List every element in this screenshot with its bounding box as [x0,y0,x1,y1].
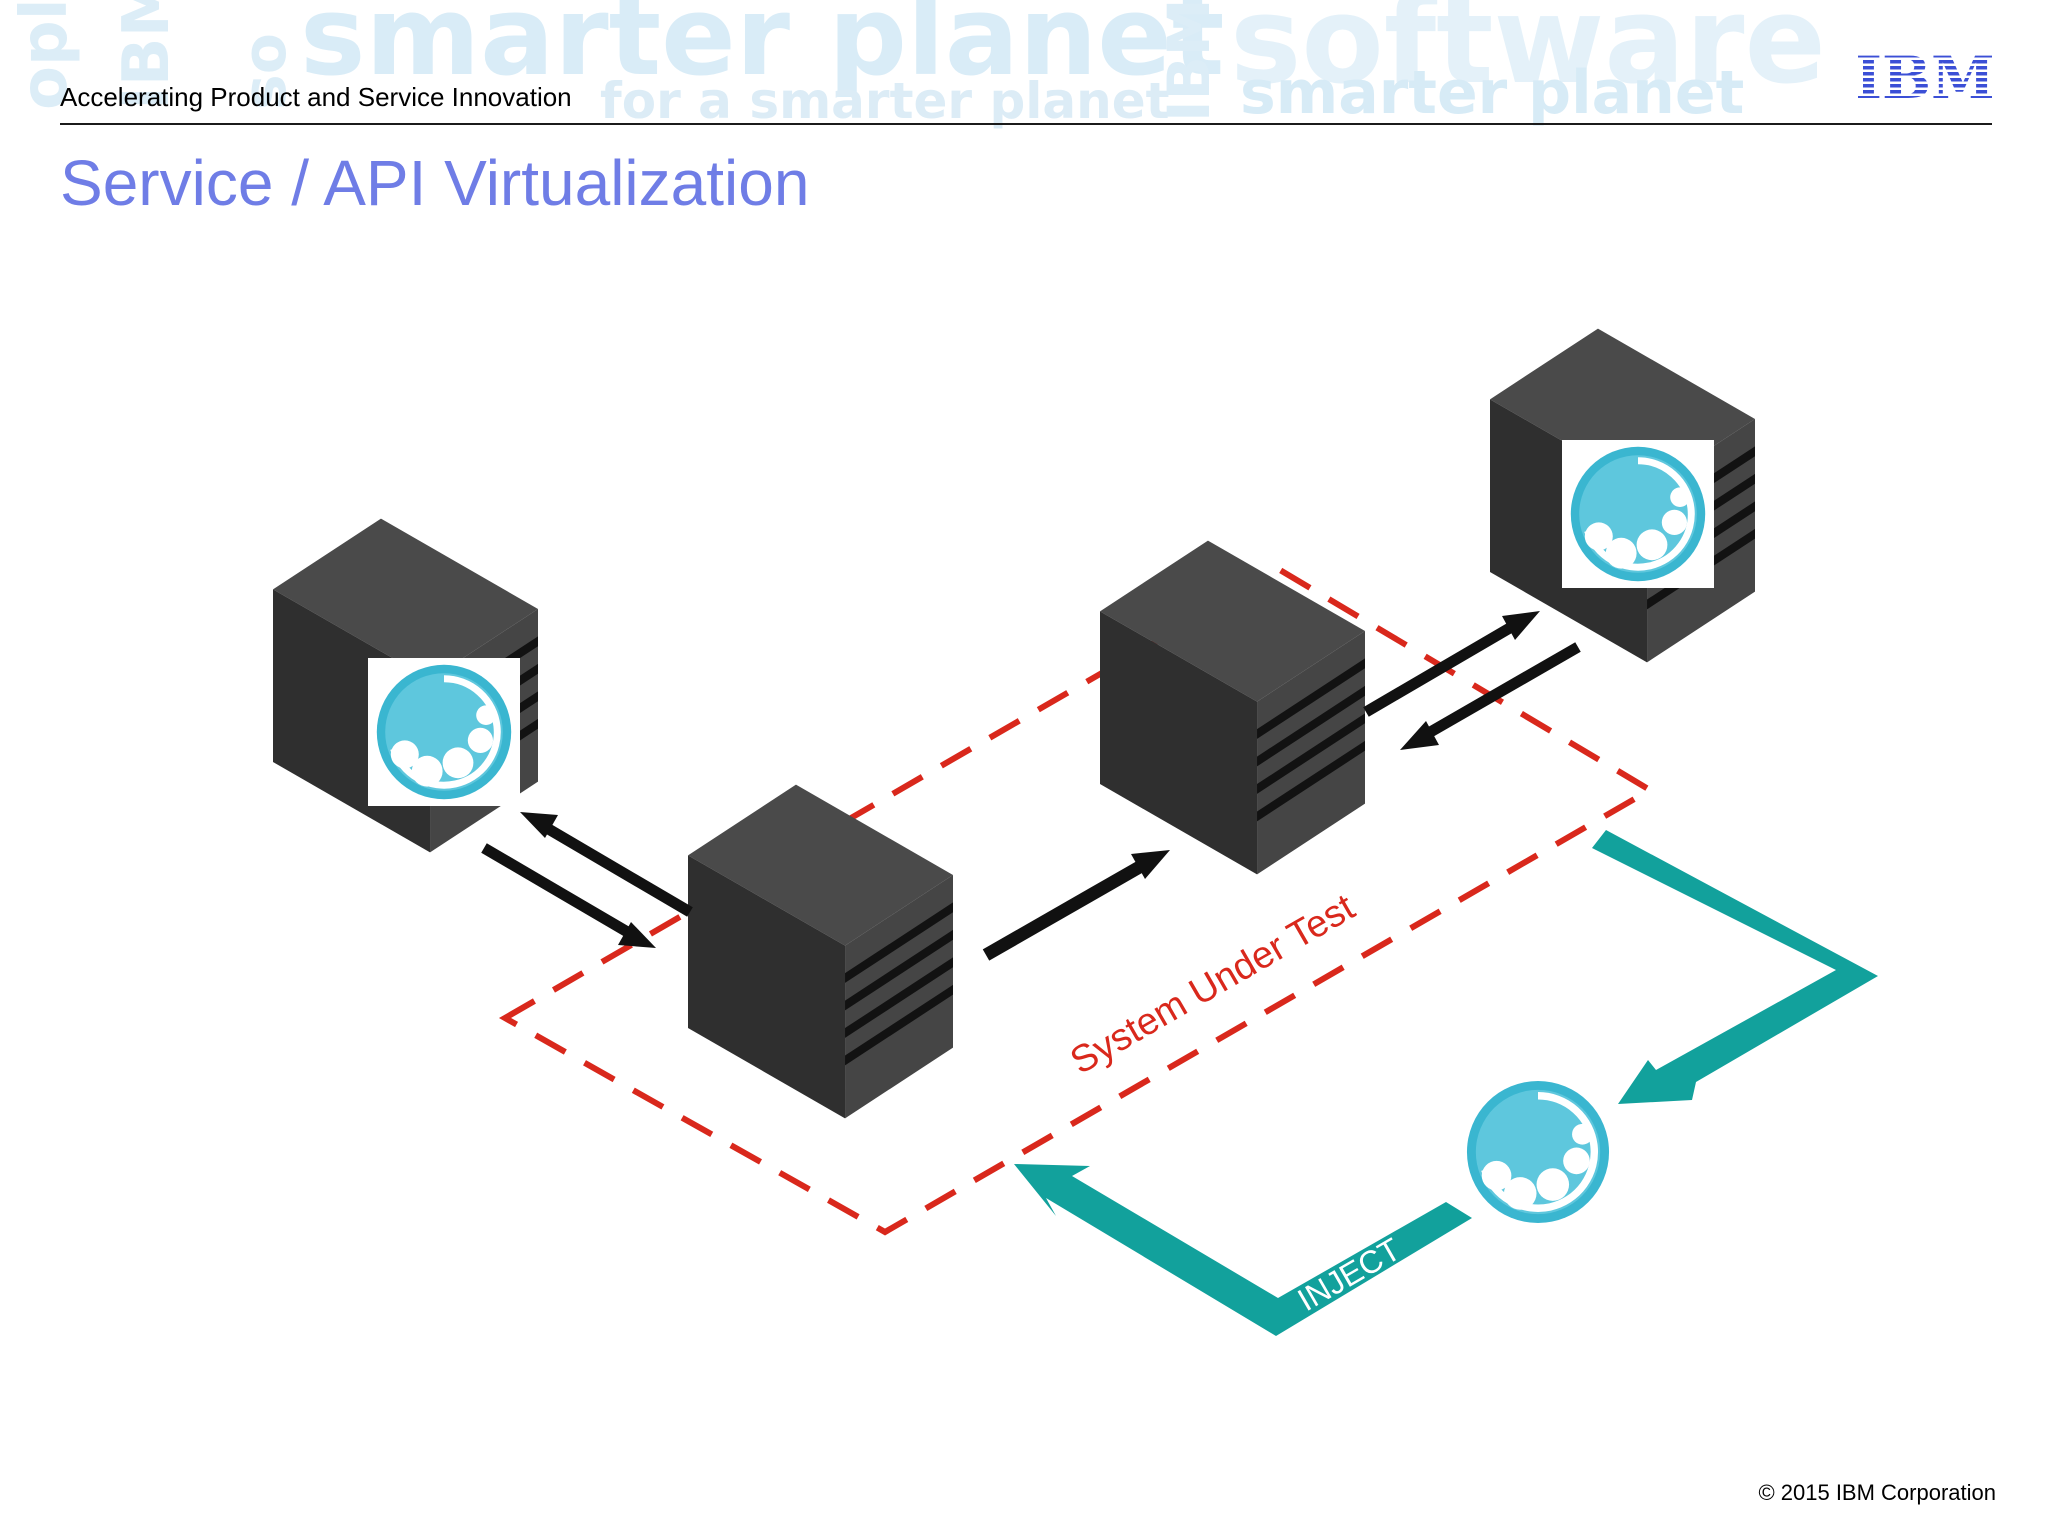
arrow-back-to-right-request [1363,611,1540,717]
server-center-front [688,784,953,1119]
server-right-virtualization-icon [1562,440,1714,588]
arrow-left-to-center-request [481,843,656,948]
watermark-text: software [1230,0,1826,111]
system-under-test-boundary [498,566,1656,1236]
arrow-right-to-back-response [1400,642,1581,750]
inject-arrow [1014,1164,1472,1336]
arrow-center-front-to-back [982,850,1170,961]
header-divider [60,123,1992,125]
watermark-text: for a smarter planet [600,72,1170,130]
ibm-logo: IBM [1858,48,1992,104]
watermark-text: smarter planet [1240,58,1745,128]
server-center-back [1100,540,1365,875]
copyright-notice: © 2015 IBM Corporation [1758,1480,1996,1505]
virtualization-tool-icon [1467,1081,1609,1223]
page-title: Service / API Virtualization [60,147,810,219]
connection-arrows [481,611,1581,961]
server-left-virtualization-icon [368,658,520,806]
ibm-logo-text: IBM [1858,48,1992,104]
watermark-text: smarter planet [300,0,1225,100]
consume-arrow [1592,830,1878,1104]
inject-label: INJECT [1292,1231,1407,1318]
header-watermark: smarter planet software for a smarter pl… [0,0,2048,130]
arrow-center-to-left-response [520,812,693,917]
header-subtitle: Accelerating Product and Service Innovat… [60,82,572,112]
consume-inject-flow [1014,830,1878,1336]
